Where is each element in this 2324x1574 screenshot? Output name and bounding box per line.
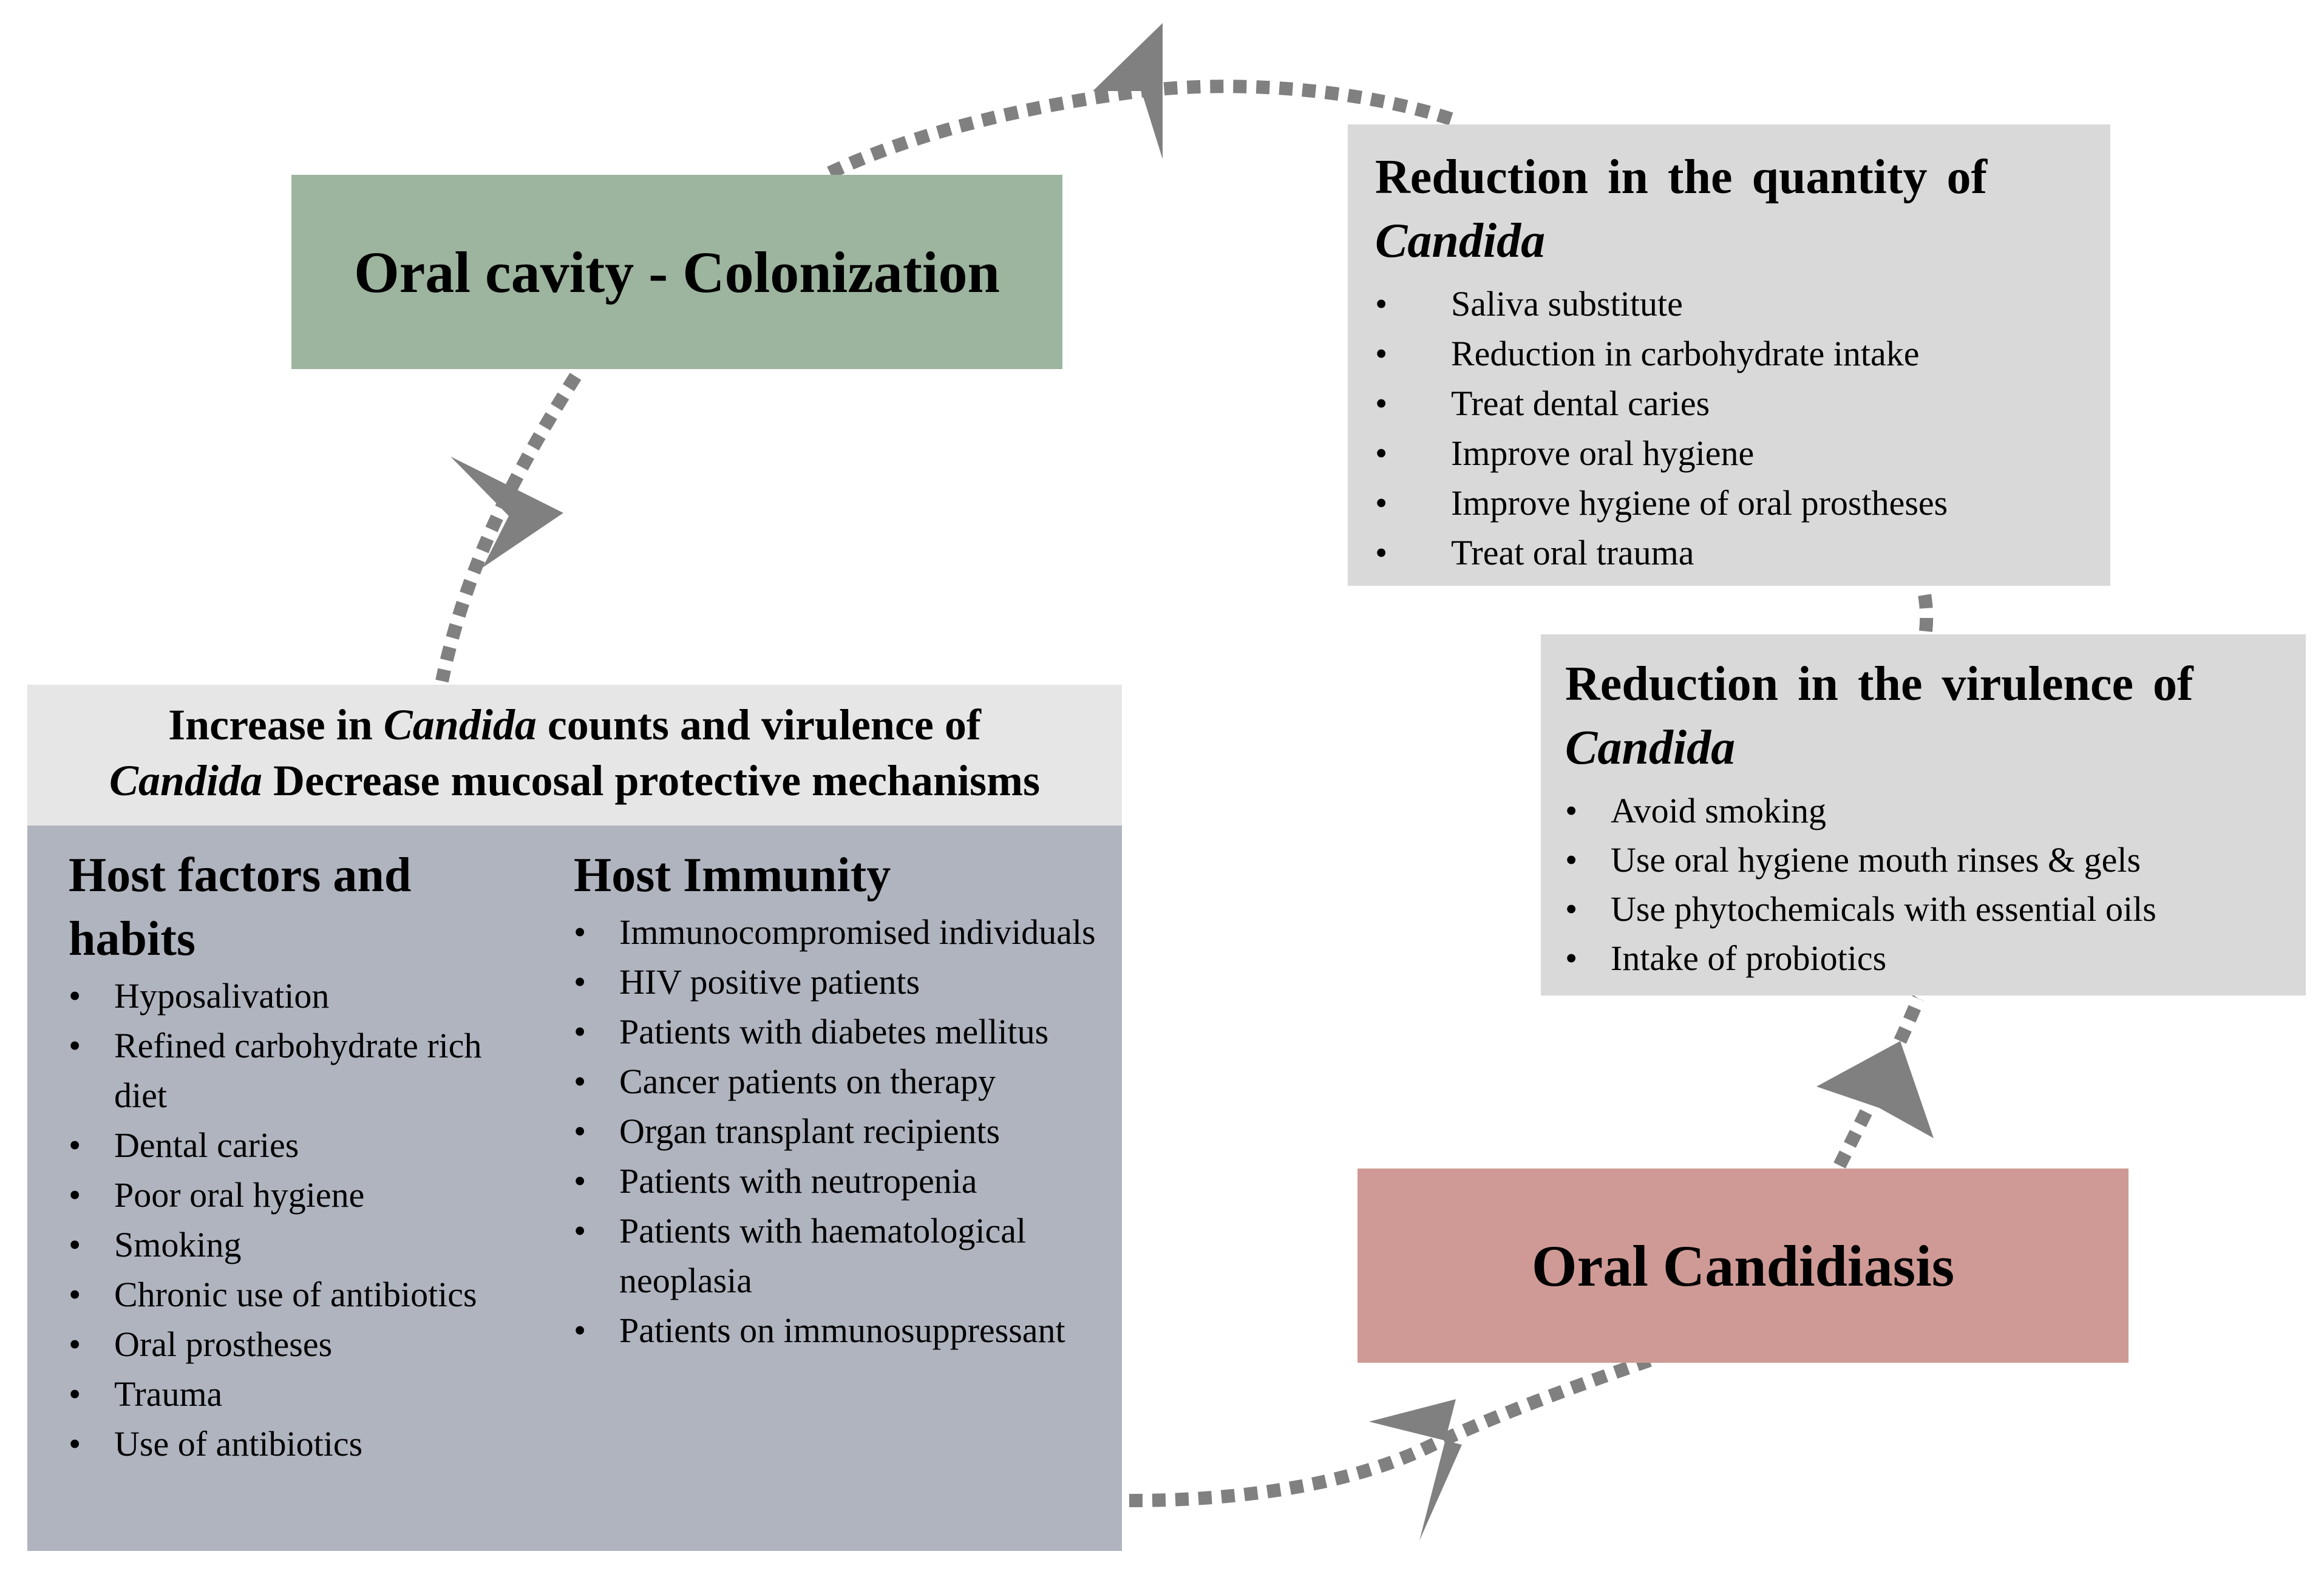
list-item: Poor oral hygiene bbox=[69, 1170, 518, 1220]
list-item: Use of antibiotics bbox=[69, 1419, 518, 1469]
arrow-path-factors-to-candidiasis bbox=[1129, 1353, 1654, 1507]
host-immunity-list: Immunocompromised individuals HIV positi… bbox=[574, 907, 1108, 1355]
list-item: Patients with haematological neoplasia bbox=[574, 1206, 1108, 1306]
increase-line2-suffix: Decrease mucosal protective mechanisms bbox=[273, 756, 1041, 805]
list-item: Smoking bbox=[69, 1220, 518, 1270]
reduction-virulence-title: Reduction in the virulence of Candida bbox=[1565, 653, 2306, 780]
reduction-quantity-list: Saliva substitute Reduction in carbohydr… bbox=[1375, 279, 2110, 578]
list-item: Treat oral trauma bbox=[1375, 528, 2110, 578]
host-immunity-column: Host Immunity Immunocompromised individu… bbox=[574, 844, 1108, 1355]
increase-line-2: Candida Decrease mucosal protective mech… bbox=[27, 753, 1122, 809]
reduction-virulence-box: Reduction in the virulence of Candida Av… bbox=[1541, 634, 2306, 996]
list-item: Improve hygiene of oral prostheses bbox=[1375, 478, 2110, 528]
list-item: Reduction in carbohydrate intake bbox=[1375, 329, 2110, 379]
list-item: Patients with neutropenia bbox=[574, 1156, 1108, 1206]
list-item: Treat dental caries bbox=[1375, 379, 2110, 429]
candidiasis-title: Oral Candidiasis bbox=[1531, 1233, 1955, 1298]
list-item: Intake of probiotics bbox=[1565, 934, 2306, 983]
arrowhead-bottom bbox=[1369, 1399, 1462, 1541]
reduction-quantity-box: Reduction in the quantity of Candida Sal… bbox=[1348, 124, 2110, 586]
reduction-quantity-organism: Candida bbox=[1375, 214, 1546, 268]
host-factors-column: Host factors and habits Hyposalivation R… bbox=[69, 844, 518, 1469]
reduction-virulence-list: Avoid smoking Use oral hygiene mouth rin… bbox=[1565, 786, 2306, 983]
list-item: Oral prostheses bbox=[69, 1320, 518, 1369]
host-factors-title: Host factors and habits bbox=[69, 849, 412, 966]
list-item: Saliva substitute bbox=[1375, 279, 2110, 329]
list-item: Immunocompromised individuals bbox=[574, 907, 1108, 957]
arrow-path-virulence-to-quantity bbox=[1917, 586, 1934, 633]
arrow-path-colonization-to-increase bbox=[435, 373, 582, 683]
arrowhead-left bbox=[450, 456, 563, 568]
list-item: Use oral hygiene mouth rinses & gels bbox=[1565, 835, 2306, 884]
list-item: Avoid smoking bbox=[1565, 786, 2306, 835]
increase-line2-organism: Candida bbox=[109, 756, 263, 805]
list-item: Chronic use of antibiotics bbox=[69, 1270, 518, 1320]
host-immunity-title: Host Immunity bbox=[574, 849, 891, 902]
list-item: Improve oral hygiene bbox=[1375, 429, 2110, 478]
list-item: HIV positive patients bbox=[574, 957, 1108, 1007]
list-item: Refined carbohydrate rich diet bbox=[69, 1021, 518, 1121]
list-item: Patients on immunosuppressant bbox=[574, 1306, 1108, 1355]
arrowhead-top bbox=[1093, 23, 1163, 159]
arrow-path-quantity-to-colonization bbox=[823, 80, 1453, 181]
increase-line1-suffix: counts and virulence of bbox=[547, 700, 981, 749]
increase-line1-organism: Candida bbox=[383, 700, 537, 749]
reduction-quantity-title: Reduction in the quantity of Candida bbox=[1375, 146, 2110, 273]
list-item: Hyposalivation bbox=[69, 971, 518, 1021]
arrowhead-right bbox=[1816, 1041, 1934, 1138]
increase-line-1: Increase in Candida counts and virulence… bbox=[27, 697, 1122, 753]
increase-header-box: Increase in Candida counts and virulence… bbox=[27, 685, 1122, 826]
list-item: Trauma bbox=[69, 1369, 518, 1419]
reduction-virulence-organism: Candida bbox=[1565, 721, 1736, 775]
host-factors-list: Hyposalivation Refined carbohydrate rich… bbox=[69, 971, 518, 1469]
list-item: Patients with diabetes mellitus bbox=[574, 1007, 1108, 1057]
list-item: Organ transplant recipients bbox=[574, 1107, 1108, 1156]
colonization-title: Oral cavity - Colonization bbox=[354, 239, 1000, 305]
increase-line1-prefix: Increase in bbox=[168, 700, 373, 749]
oral-candidiasis-box: Oral Candidiasis bbox=[1357, 1169, 2129, 1363]
reduction-quantity-title-text: Reduction in the quantity of bbox=[1375, 151, 1988, 204]
list-item: Dental caries bbox=[69, 1121, 518, 1170]
oral-cavity-colonization-box: Oral cavity - Colonization bbox=[291, 175, 1062, 369]
list-item: Use phytochemicals with essential oils bbox=[1565, 884, 2306, 934]
factors-panel: Host factors and habits Hyposalivation R… bbox=[27, 826, 1122, 1551]
reduction-virulence-title-text: Reduction in the virulence of bbox=[1565, 657, 2193, 711]
list-item: Cancer patients on therapy bbox=[574, 1057, 1108, 1107]
